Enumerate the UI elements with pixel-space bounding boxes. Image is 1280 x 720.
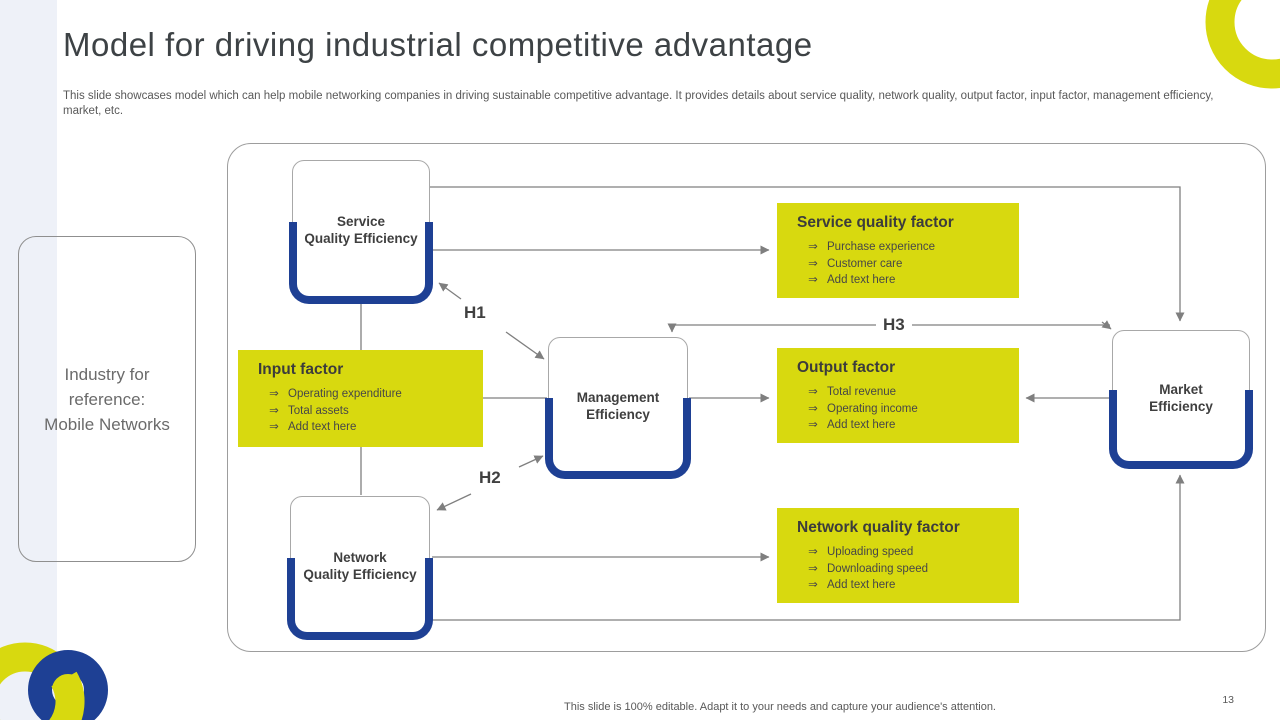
factor-item: ⇒ Add text here [797,417,1011,434]
factor-item-text: Add text here [827,274,896,286]
factor-item: ⇒ Uploading speed [797,544,1011,561]
hypothesis-label-h3: H3 [876,315,912,335]
factor-item: ⇒ Operating income [797,401,1011,418]
industry-reference-box: Industry for reference: Mobile Networks [18,236,196,562]
factor-title: Input factor [258,361,344,378]
factor-item-text: Add text here [827,419,896,431]
factor-item-text: Operating income [827,402,918,415]
arrow-bullet-icon: ⇒ [808,562,818,575]
arrow-bullet-icon: ⇒ [808,419,818,431]
page-number: 13 [1222,694,1234,706]
factor-title: Service quality factor [797,214,954,231]
node-label: Service [336,214,386,229]
industry-reference-line: Industry for [64,364,150,384]
factor-item-text: Add text here [827,579,896,591]
arrow-bullet-icon: ⇒ [808,402,818,415]
left-accent-strip [0,0,57,720]
top-right-ring-icon [1205,0,1280,89]
node-label: Quality Efficiency [304,231,418,246]
factor-item: ⇒ Add text here [258,419,475,436]
node-label: Management [576,390,660,405]
factor-item: ⇒ Operating expenditure [258,386,475,403]
factor-item: ⇒ Add text here [797,577,1011,594]
factor-item-text: Total revenue [827,386,897,398]
factor-item-text: Total assets [288,404,349,417]
node-label: Efficiency [1149,398,1213,414]
node-label: Efficiency [586,407,650,422]
factor-item: ⇒ Customer care [797,256,1011,273]
node-label: Market [1159,381,1203,397]
factor-box-network-quality: Network quality factor ⇒Uploading speed … [777,508,1019,603]
arrow-bullet-icon: ⇒ [808,579,818,591]
arrow-bullet-icon: ⇒ [808,257,818,270]
factor-item-text: Add text here [288,421,357,433]
factor-item-text: Downloading speed [827,562,929,575]
arrow-bullet-icon: ⇒ [808,546,818,558]
arrow-bullet-icon: ⇒ [269,421,279,433]
hypothesis-label-h2: H2 [479,468,501,487]
factor-item-text: Customer care [827,257,903,270]
factor-title: Output factor [797,359,896,376]
industry-reference-line: reference: [68,389,146,409]
node-label: Network [333,550,387,565]
arrow-bullet-icon: ⇒ [808,241,818,253]
factor-item: ⇒ Downloading speed [797,561,1011,578]
bottom-left-yellow-arc-icon [49,671,85,720]
factor-title: Network quality factor [797,519,960,536]
factor-item: ⇒ Add text here [797,272,1011,289]
factor-box-input: Input factor ⇒ Operating expenditure ⇒ Tot… [238,350,483,447]
factor-box-output: Output factor ⇒ Total revenue ⇒ Operating … [777,348,1019,443]
factor-item-text: Operating expenditure [288,388,402,400]
arrow-bullet-icon: ⇒ [808,386,818,398]
arrow-bullet-icon: ⇒ [269,404,279,417]
factor-item: ⇒ Purchase experience [797,239,1011,256]
industry-reference-line: Mobile Networks [44,414,170,434]
factor-item-text: Purchase experience [827,241,936,253]
arrow-bullet-icon: ⇒ [269,388,279,400]
footer-note: This slide is 100% editable. Adapt it to… [564,701,996,713]
hypothesis-label-h1: H1 [464,303,486,322]
page-title: Model for driving industrial competitive… [63,26,813,63]
factor-item: ⇒ Total assets [258,403,475,420]
factor-item: ⇒ Total revenue [797,384,1011,401]
node-label: Quality Efficiency [303,567,417,582]
factor-item-text: Uploading speed [827,546,914,558]
page-subtitle: This slide showcases model which can hel… [63,90,1214,117]
factor-box-service-quality: Service quality factor ⇒ Purchase experie… [777,203,1019,298]
arrow-bullet-icon: ⇒ [808,274,818,286]
